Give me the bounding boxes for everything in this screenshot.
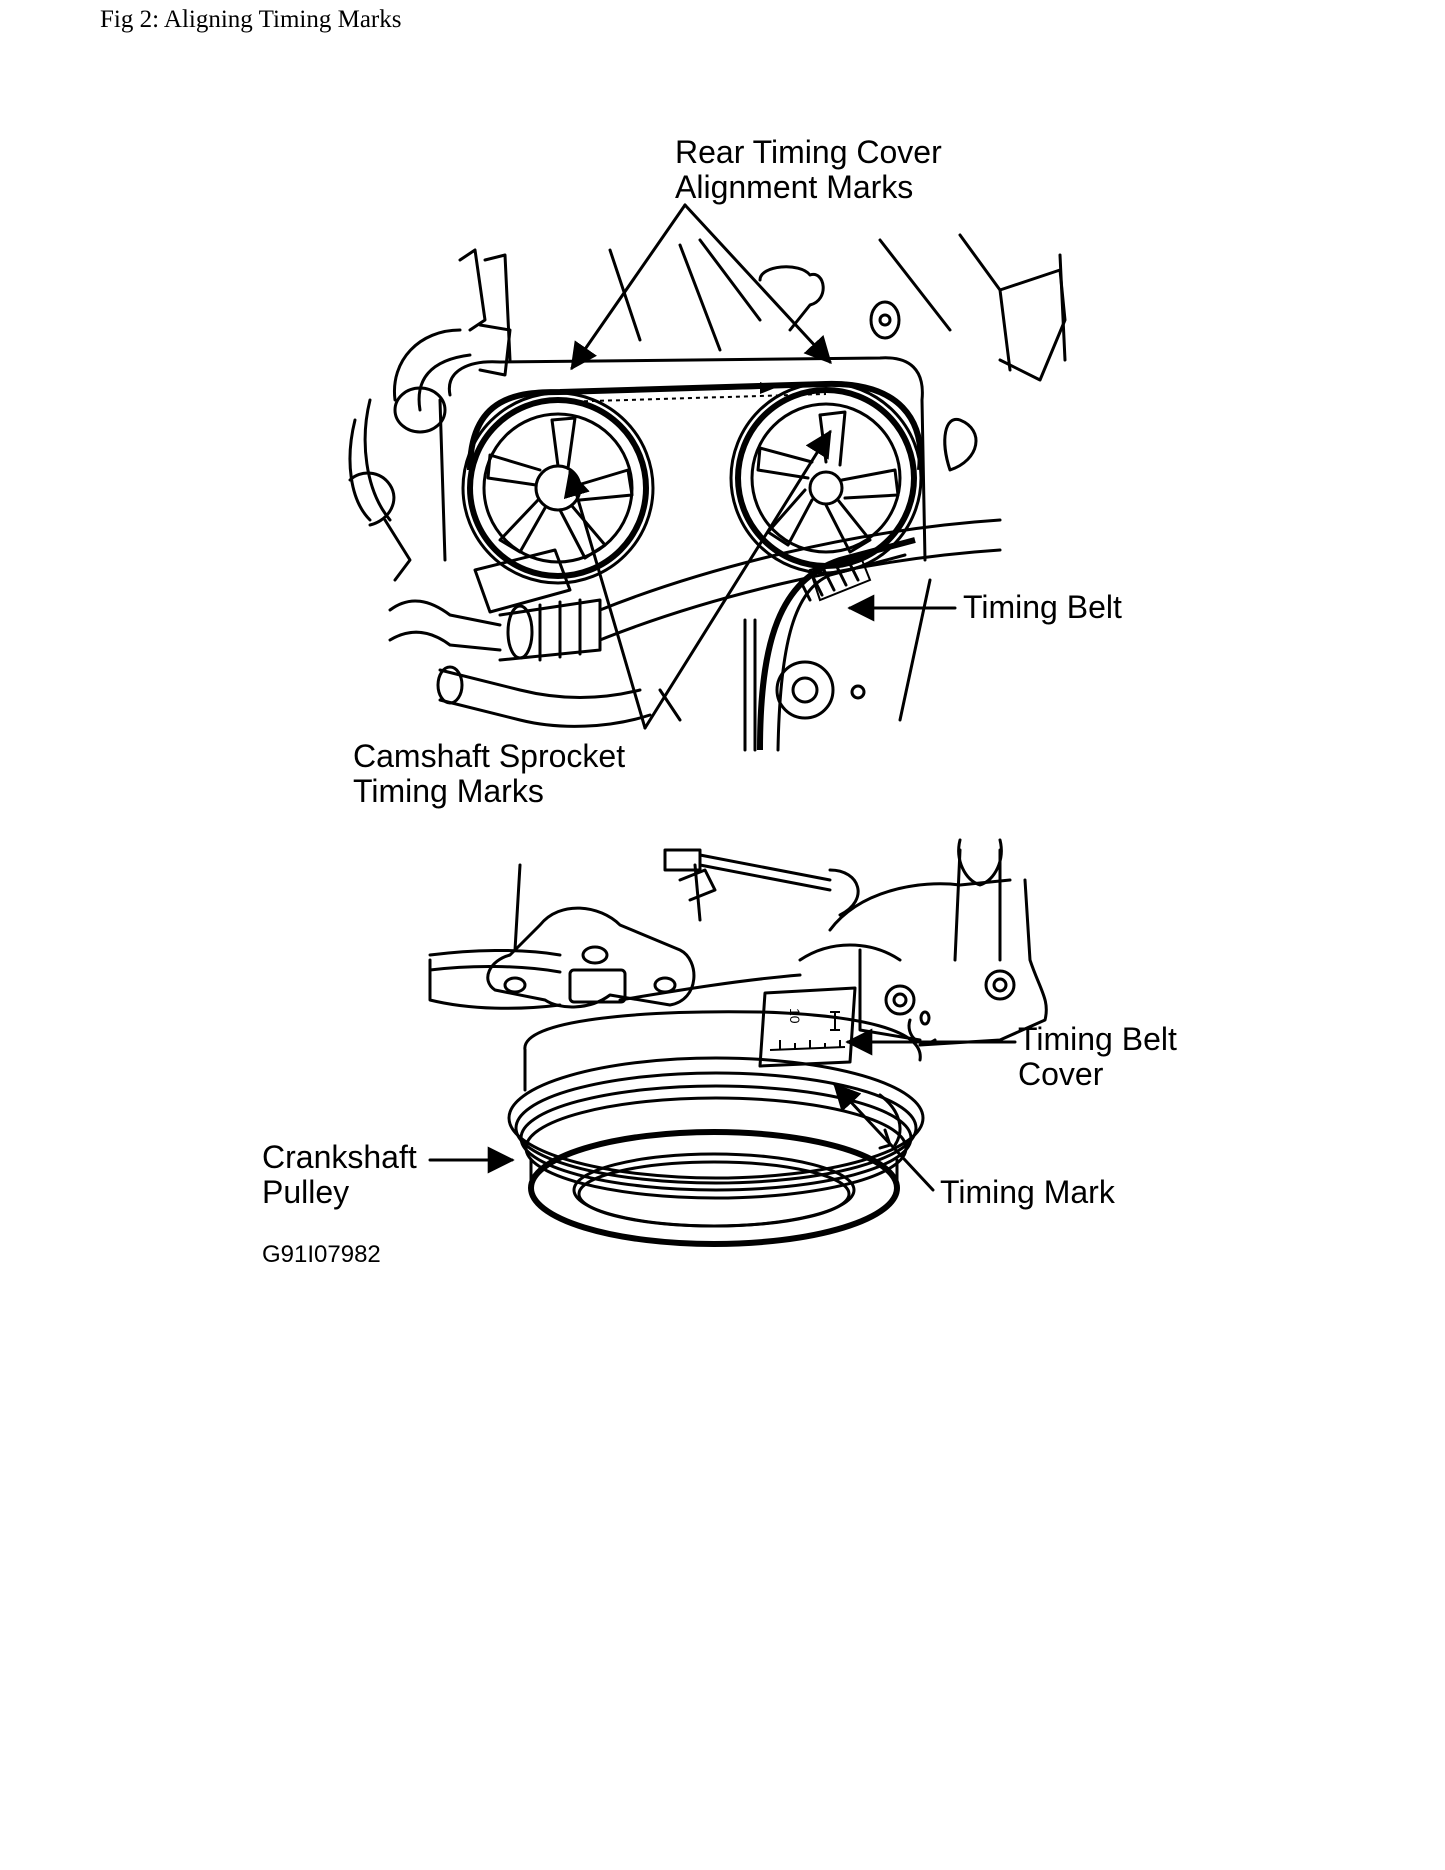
- leader-timing-mark: [833, 1083, 935, 1192]
- leader-rear-cover-left: [570, 203, 687, 371]
- leader-camshaft-left: [563, 469, 647, 730]
- figure-code: G91I07982: [262, 1241, 381, 1268]
- upper-engine-drawing: [348, 233, 1067, 752]
- label-timing-belt-cover-line1: Timing Belt: [1018, 1021, 1177, 1057]
- leader-rear-cover-right: [683, 203, 832, 364]
- timing-scale-number: 10: [787, 1008, 803, 1024]
- label-crankshaft-pulley-line1: Crankshaft: [262, 1139, 417, 1175]
- label-rear-timing-cover-line2: Alignment Marks: [675, 169, 913, 205]
- label-timing-belt-cover-line2: Cover: [1018, 1056, 1104, 1092]
- label-crankshaft-pulley-line2: Pulley: [262, 1174, 349, 1210]
- label-rear-timing-cover-line1: Rear Timing Cover: [675, 134, 942, 170]
- lower-engine-drawing: 10: [428, 838, 1048, 1247]
- label-timing-mark: Timing Mark: [940, 1174, 1116, 1210]
- label-camshaft-sprocket-line1: Camshaft Sprocket: [353, 738, 625, 774]
- leader-camshaft-right: [643, 429, 832, 730]
- figure-caption: Fig 2: Aligning Timing Marks: [100, 6, 402, 33]
- label-camshaft-sprocket-line2: Timing Marks: [353, 773, 544, 809]
- label-timing-belt: Timing Belt: [963, 589, 1122, 625]
